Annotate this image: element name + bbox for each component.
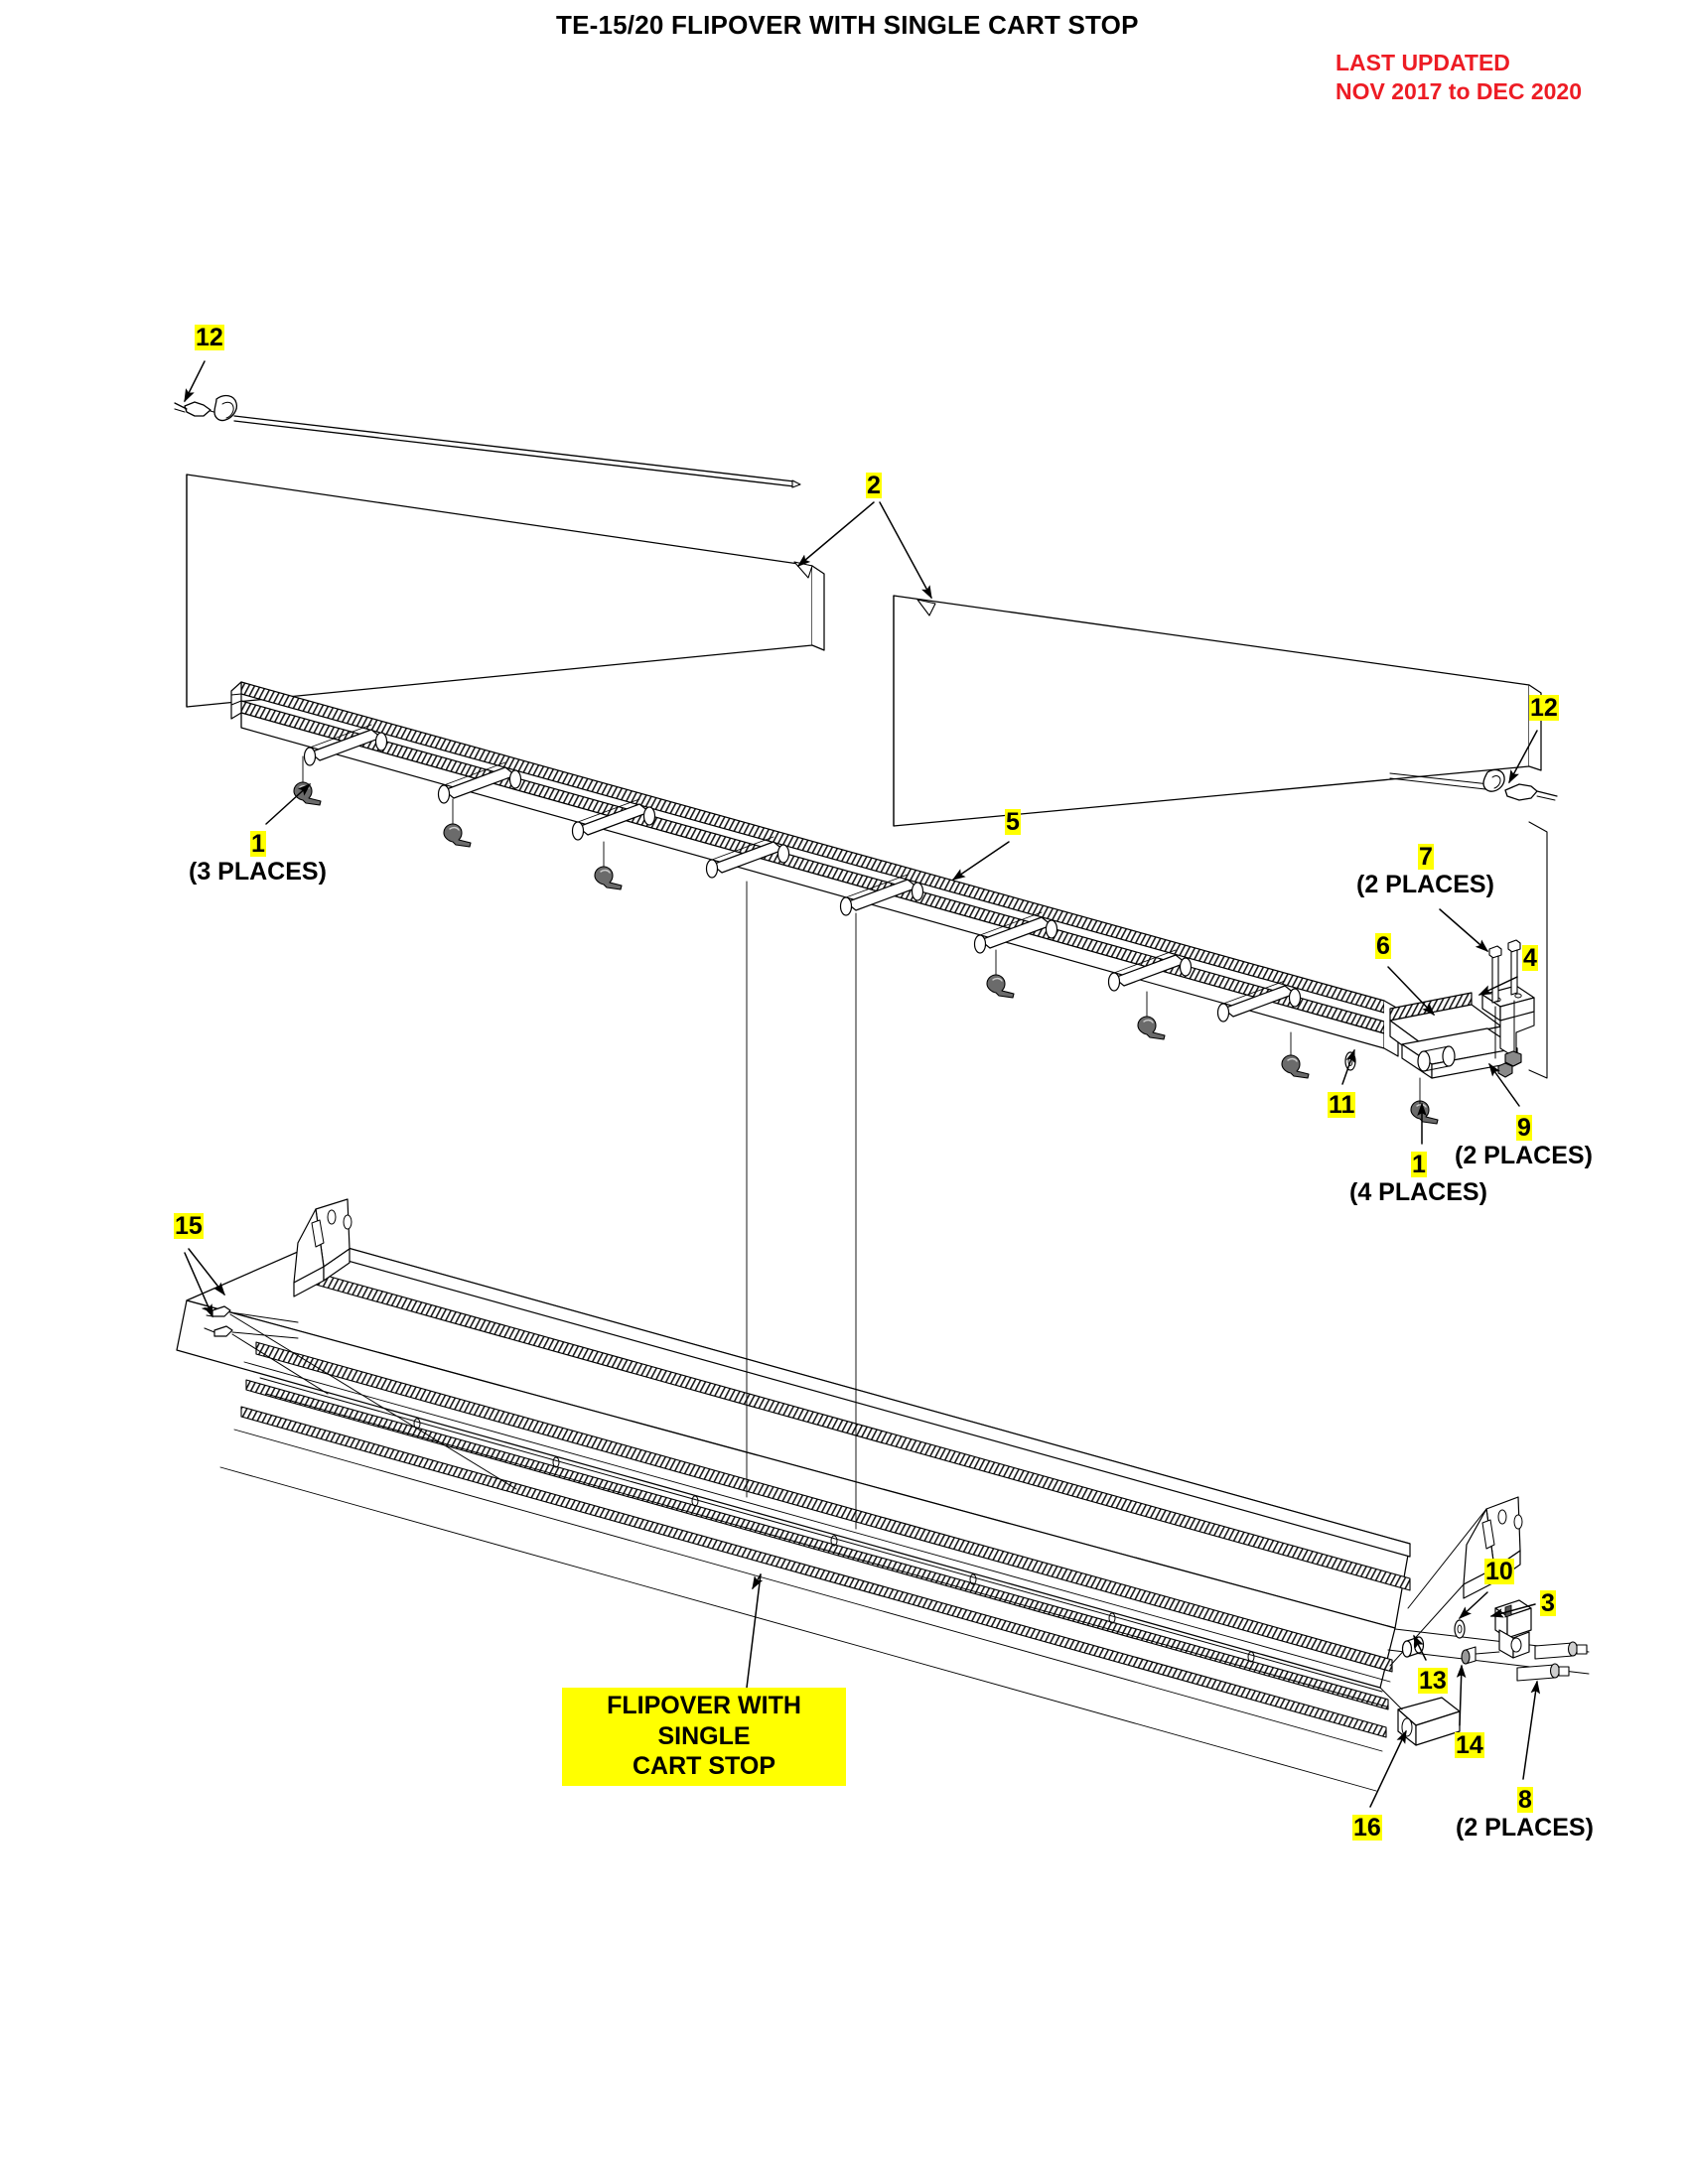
callout-number-8: 8 xyxy=(1517,1786,1533,1814)
last-updated-label: LAST UPDATED xyxy=(1336,50,1510,75)
leader-8 xyxy=(1522,1680,1541,1780)
callout-number-6: 6 xyxy=(1375,932,1391,960)
leader-1-three xyxy=(265,782,312,825)
leader-lines xyxy=(184,360,1541,1808)
assembly-name-line2: CART STOP xyxy=(633,1752,775,1780)
last-updated-range: NOV 2017 to DEC 2020 xyxy=(1336,78,1583,104)
callout-number-11: 11 xyxy=(1328,1091,1356,1119)
main-hinge-rail xyxy=(230,681,1399,1079)
flat-panel-right xyxy=(893,595,1542,827)
callout-number-4: 4 xyxy=(1522,944,1538,972)
leader-7 xyxy=(1439,908,1489,952)
flipover-deck xyxy=(176,1198,1523,1792)
leader-14 xyxy=(1456,1664,1467,1726)
callout-number-15: 15 xyxy=(174,1212,204,1240)
callout-number-1-three: 1 xyxy=(250,830,266,858)
callout-number-7: 7 xyxy=(1418,843,1434,871)
leader-13-right xyxy=(1489,1603,1536,1618)
leader-assembly-arrow xyxy=(752,1573,764,1590)
leader-10 xyxy=(1458,1591,1488,1620)
assembly-name-line1: FLIPOVER WITH SINGLE xyxy=(607,1692,801,1750)
projection-lines xyxy=(746,881,857,1530)
callout-number-1-four: 1 xyxy=(1411,1151,1427,1178)
leader-11 xyxy=(1341,1048,1355,1085)
cart-stop-assembly xyxy=(1344,939,1535,1125)
callout-number-16: 16 xyxy=(1352,1814,1382,1842)
callout-number-13: 13 xyxy=(1418,1667,1448,1695)
callout-number-12-right: 12 xyxy=(1529,694,1559,722)
upper-zone-right-edge xyxy=(1528,821,1548,1079)
leader-13 xyxy=(1413,1634,1427,1661)
leader-5 xyxy=(951,841,1010,881)
leader-2-a xyxy=(796,501,875,567)
callout-number-9: 9 xyxy=(1516,1114,1532,1142)
right-hardware-cluster xyxy=(1379,1599,1590,1746)
leader-12-right xyxy=(1508,730,1538,784)
callout-number-3: 3 xyxy=(1540,1589,1556,1617)
callout-number-5: 5 xyxy=(1005,808,1021,836)
leader-15-b xyxy=(184,1252,213,1318)
callout-qty-note-1-four: (4 PLACES) xyxy=(1349,1178,1487,1206)
leader-16 xyxy=(1369,1729,1407,1808)
callout-number-10: 10 xyxy=(1484,1558,1514,1585)
assembly-name-label: FLIPOVER WITH SINGLE CART STOP xyxy=(562,1688,846,1786)
leader-9 xyxy=(1488,1062,1520,1107)
leader-2-b xyxy=(879,501,932,600)
callout-number-2: 2 xyxy=(866,472,882,499)
flat-panel-left xyxy=(186,474,825,708)
detent-pin-rod-left xyxy=(174,394,801,488)
detent-pin-rod-right xyxy=(1389,768,1558,801)
page-title: TE-15/20 FLIPOVER WITH SINGLE CART STOP xyxy=(556,10,1139,40)
leader-6 xyxy=(1387,966,1436,1017)
callout-qty-note-9: (2 PLACES) xyxy=(1455,1142,1593,1169)
callout-number-14: 14 xyxy=(1455,1731,1484,1759)
leader-12-left xyxy=(184,360,206,403)
leader-assembly-label xyxy=(746,1573,762,1689)
leader-4 xyxy=(1477,976,1518,996)
leader-15-a xyxy=(188,1248,225,1297)
callout-qty-note-8: (2 PLACES) xyxy=(1456,1814,1594,1842)
callout-qty-note-7: (2 PLACES) xyxy=(1356,871,1494,898)
callout-qty-note-1-three: (3 PLACES) xyxy=(189,858,327,886)
callout-number-12-left: 12 xyxy=(195,324,224,351)
